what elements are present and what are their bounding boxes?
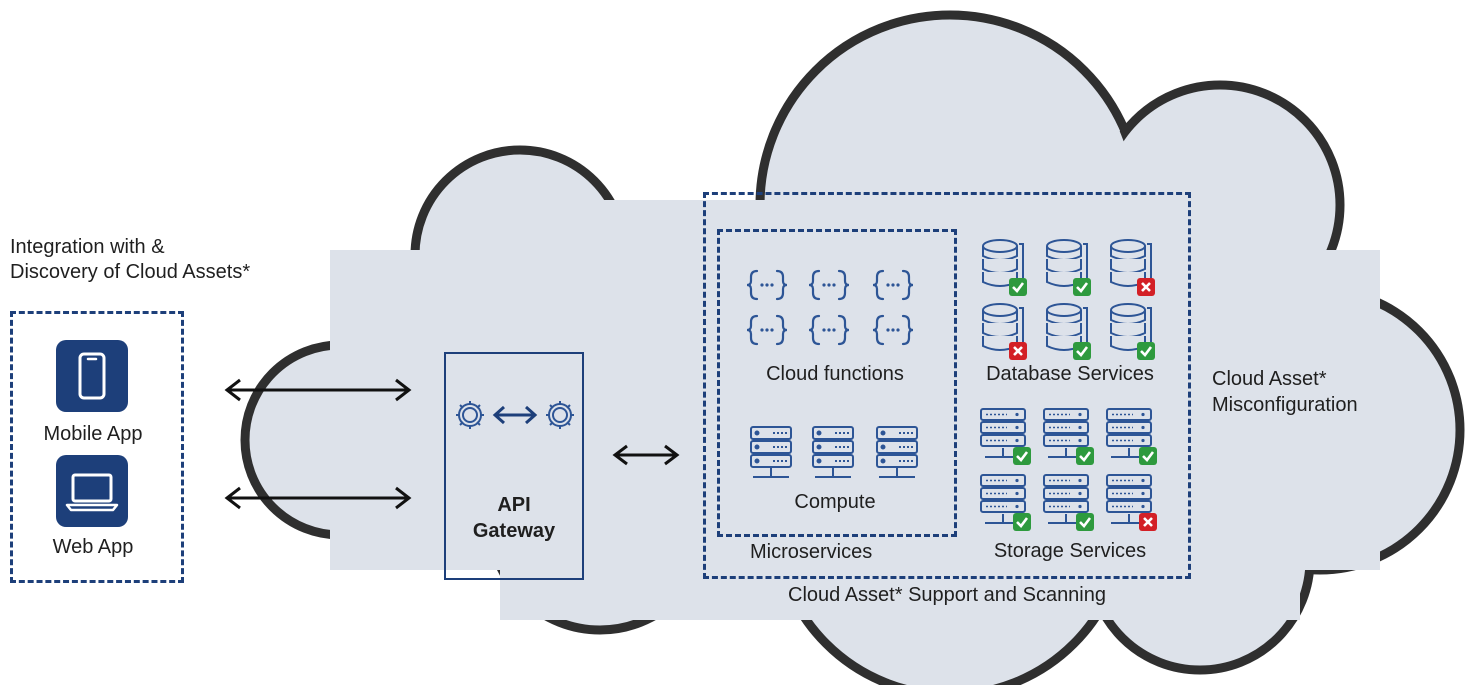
cloud-asset-scanning-box: [703, 192, 1191, 579]
gears-exchange-icon: [456, 401, 574, 429]
web-app-tile[interactable]: [56, 455, 128, 527]
compute-label: Compute: [794, 491, 876, 513]
storage-server-icon: [980, 408, 1031, 465]
status-ok-icon: [1139, 447, 1157, 465]
database-icon: [1110, 303, 1155, 360]
status-ok-icon: [1076, 513, 1094, 531]
status-ok-icon: [1073, 342, 1091, 360]
status-ok-icon: [1076, 447, 1094, 465]
storage-server-icon: [1106, 408, 1157, 465]
status-error-icon: [1139, 513, 1157, 531]
storage-server-icon: [1106, 474, 1157, 531]
microservices-label: Microservices: [750, 541, 873, 563]
database-icon: [982, 303, 1027, 360]
database-icon: [1110, 239, 1155, 296]
scanning-label: Cloud Asset* Support and Scanning: [788, 584, 1106, 606]
storage-server-icon: [1043, 474, 1094, 531]
status-ok-icon: [1013, 513, 1031, 531]
database-icon: [1046, 239, 1091, 296]
api-gateway-label-line1: API: [497, 494, 531, 516]
storage-services-label: Storage Services: [993, 540, 1147, 562]
laptop-icon: [65, 473, 119, 512]
mobile-app-tile[interactable]: [56, 340, 128, 412]
smartphone-icon: [78, 352, 106, 400]
status-ok-icon: [1073, 278, 1091, 296]
gateway-services-arrow-icon: [612, 444, 680, 466]
microservices-box: [717, 229, 957, 537]
cloud-functions-icon-grid: [745, 269, 915, 346]
compute-server-icons: [750, 426, 918, 478]
status-ok-icon: [1137, 342, 1155, 360]
storage-services-icons: [980, 408, 1157, 531]
status-ok-icon: [1009, 278, 1027, 296]
database-services-label: Database Services: [986, 363, 1154, 385]
status-ok-icon: [1013, 447, 1031, 465]
misconfiguration-label-line2: Misconfiguration: [1212, 394, 1358, 416]
web-gateway-arrow-icon: [224, 486, 412, 510]
mobile-gateway-arrow-icon: [224, 378, 412, 402]
discovery-heading-line1: Integration with &: [10, 236, 165, 258]
database-icon: [982, 239, 1027, 296]
status-error-icon: [1009, 342, 1027, 360]
status-error-icon: [1137, 278, 1155, 296]
web-app-label: Web App: [52, 536, 134, 558]
storage-server-icon: [980, 474, 1031, 531]
database-icon: [1046, 303, 1091, 360]
api-gateway-box[interactable]: [444, 352, 584, 580]
api-gateway-label-line2: Gateway: [472, 520, 556, 542]
storage-server-icon: [1043, 408, 1094, 465]
misconfiguration-label-line1: Cloud Asset*: [1212, 368, 1327, 390]
cloud-functions-label: Cloud functions: [766, 363, 904, 385]
client-apps-box: [10, 311, 184, 583]
database-services-icons: [982, 239, 1155, 360]
mobile-app-label: Mobile App: [43, 423, 143, 445]
discovery-heading-line2: Discovery of Cloud Assets*: [10, 261, 251, 283]
